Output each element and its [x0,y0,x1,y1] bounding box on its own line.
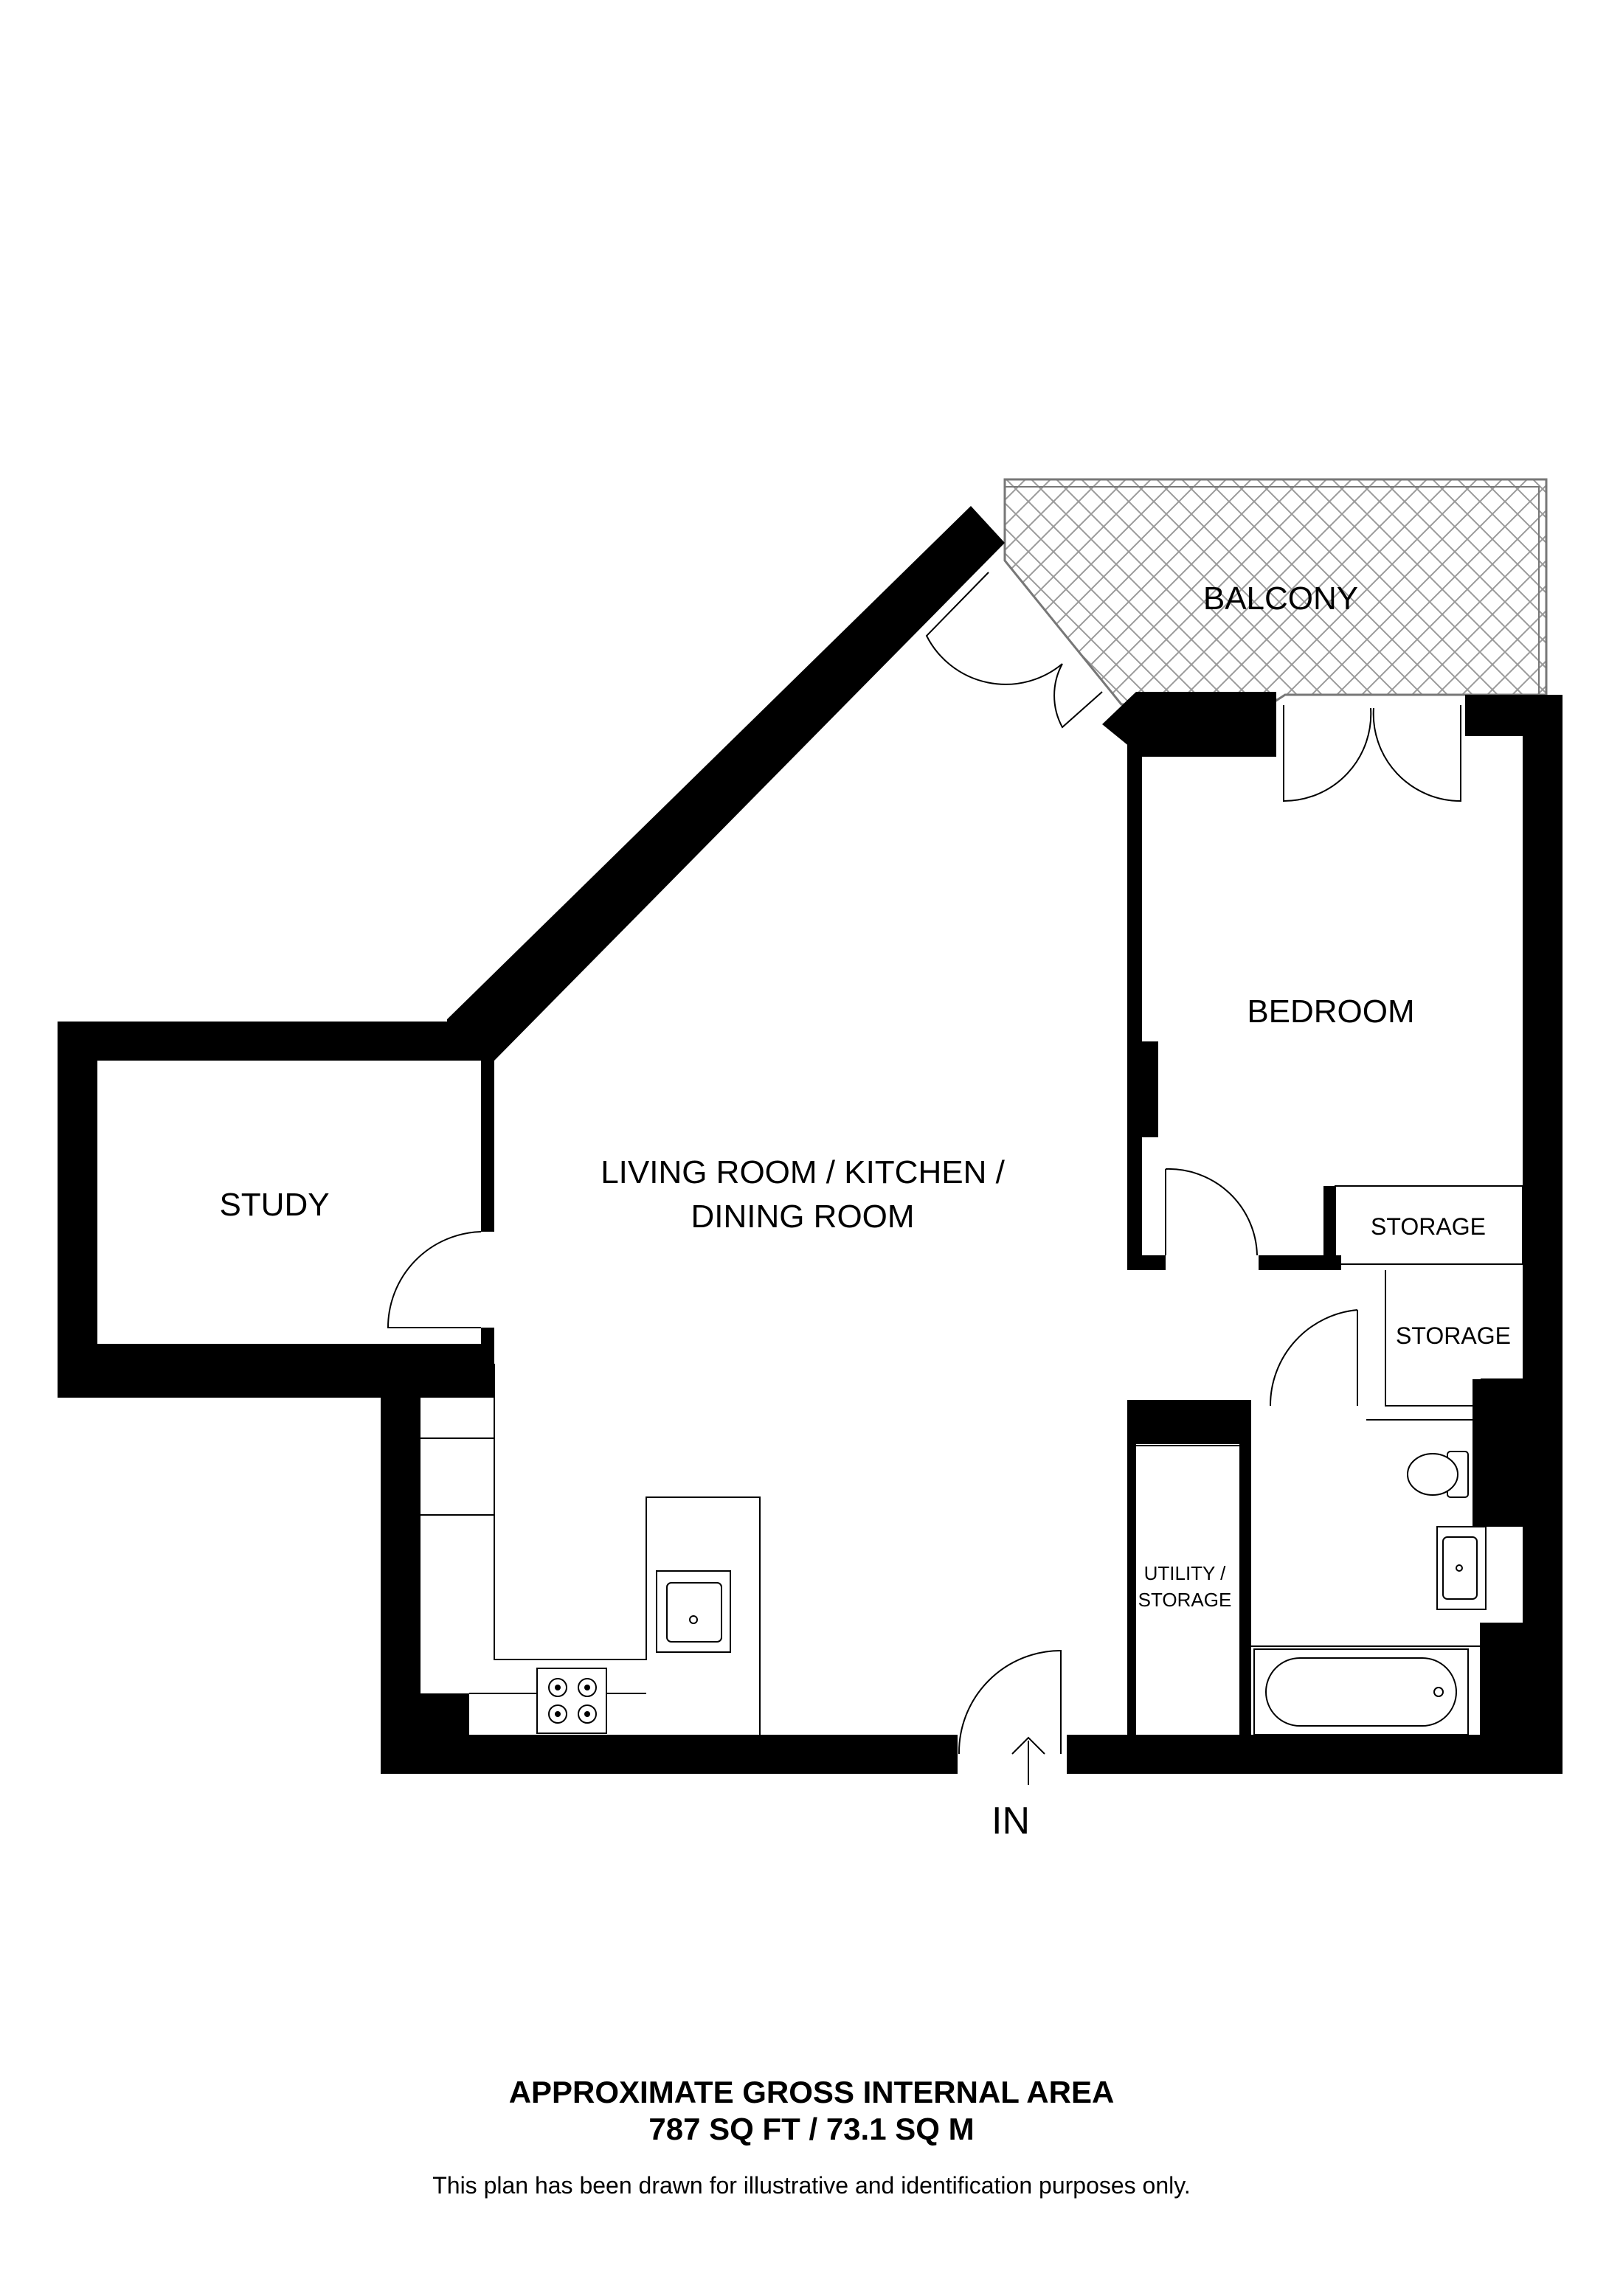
utility-top-wall [1127,1400,1251,1444]
partitions [421,1185,1523,1735]
bedroom-south-wall-right [1259,1255,1341,1270]
walls [58,506,1563,1774]
storage-hall-label: STORAGE [1396,1322,1511,1349]
study-wall-bottom [58,1344,494,1398]
east-wall [1523,695,1563,1774]
bedroom-north-wall [1102,692,1276,757]
doors [387,572,1461,1755]
balcony-label: BALCONY [1203,580,1358,617]
balcony: BALCONY [1003,478,1548,706]
east-wall-bathroom [1473,1379,1563,1527]
bedroom-west-wall [1127,738,1142,1270]
study-wall-top [58,1022,494,1061]
area-title: APPROXIMATE GROSS INTERNAL AREA [508,2075,1115,2109]
study-label: STUDY [219,1187,329,1223]
disclaimer: This plan has been drawn for illustrativ… [432,2172,1191,2199]
sink-icon [1436,1526,1487,1610]
bedroom-south-wall [1127,1255,1166,1270]
south-wall-left [381,1735,958,1774]
area-value: 787 SQ FT / 73.1 SQ M [648,2112,975,2146]
entrance-arrow-icon [1011,1736,1045,1785]
utility-left-wall [1127,1400,1136,1774]
storage-bedroom-wall [1323,1186,1335,1270]
study-wall-left [58,1022,97,1398]
east-wall-bathroom-lower [1480,1623,1563,1774]
toilet-icon [1407,1451,1469,1498]
kitchen-counter [421,1364,761,1735]
bathtub-icon [1253,1648,1469,1735]
utility-label-line2: STORAGE [1138,1589,1232,1611]
living-label-line2: DINING ROOM [691,1199,914,1235]
sink-icon [656,1570,731,1653]
bedroom-label: BEDROOM [1247,993,1414,1030]
living-label-line1: LIVING ROOM / KITCHEN / [601,1154,1005,1190]
bedroom-west-pier [1127,1041,1158,1137]
utility-label-line1: UTILITY / [1144,1562,1227,1584]
study-wall-right-top [481,1022,494,1232]
study-wall-right-bottom [481,1328,494,1359]
diagonal-wall [447,506,1005,1061]
storage-bedroom-label: STORAGE [1371,1213,1486,1240]
hob-icon [536,1668,607,1734]
east-wall-top [1465,695,1563,736]
entrance-label: IN [992,1800,1030,1842]
utility-right-wall [1239,1400,1251,1774]
